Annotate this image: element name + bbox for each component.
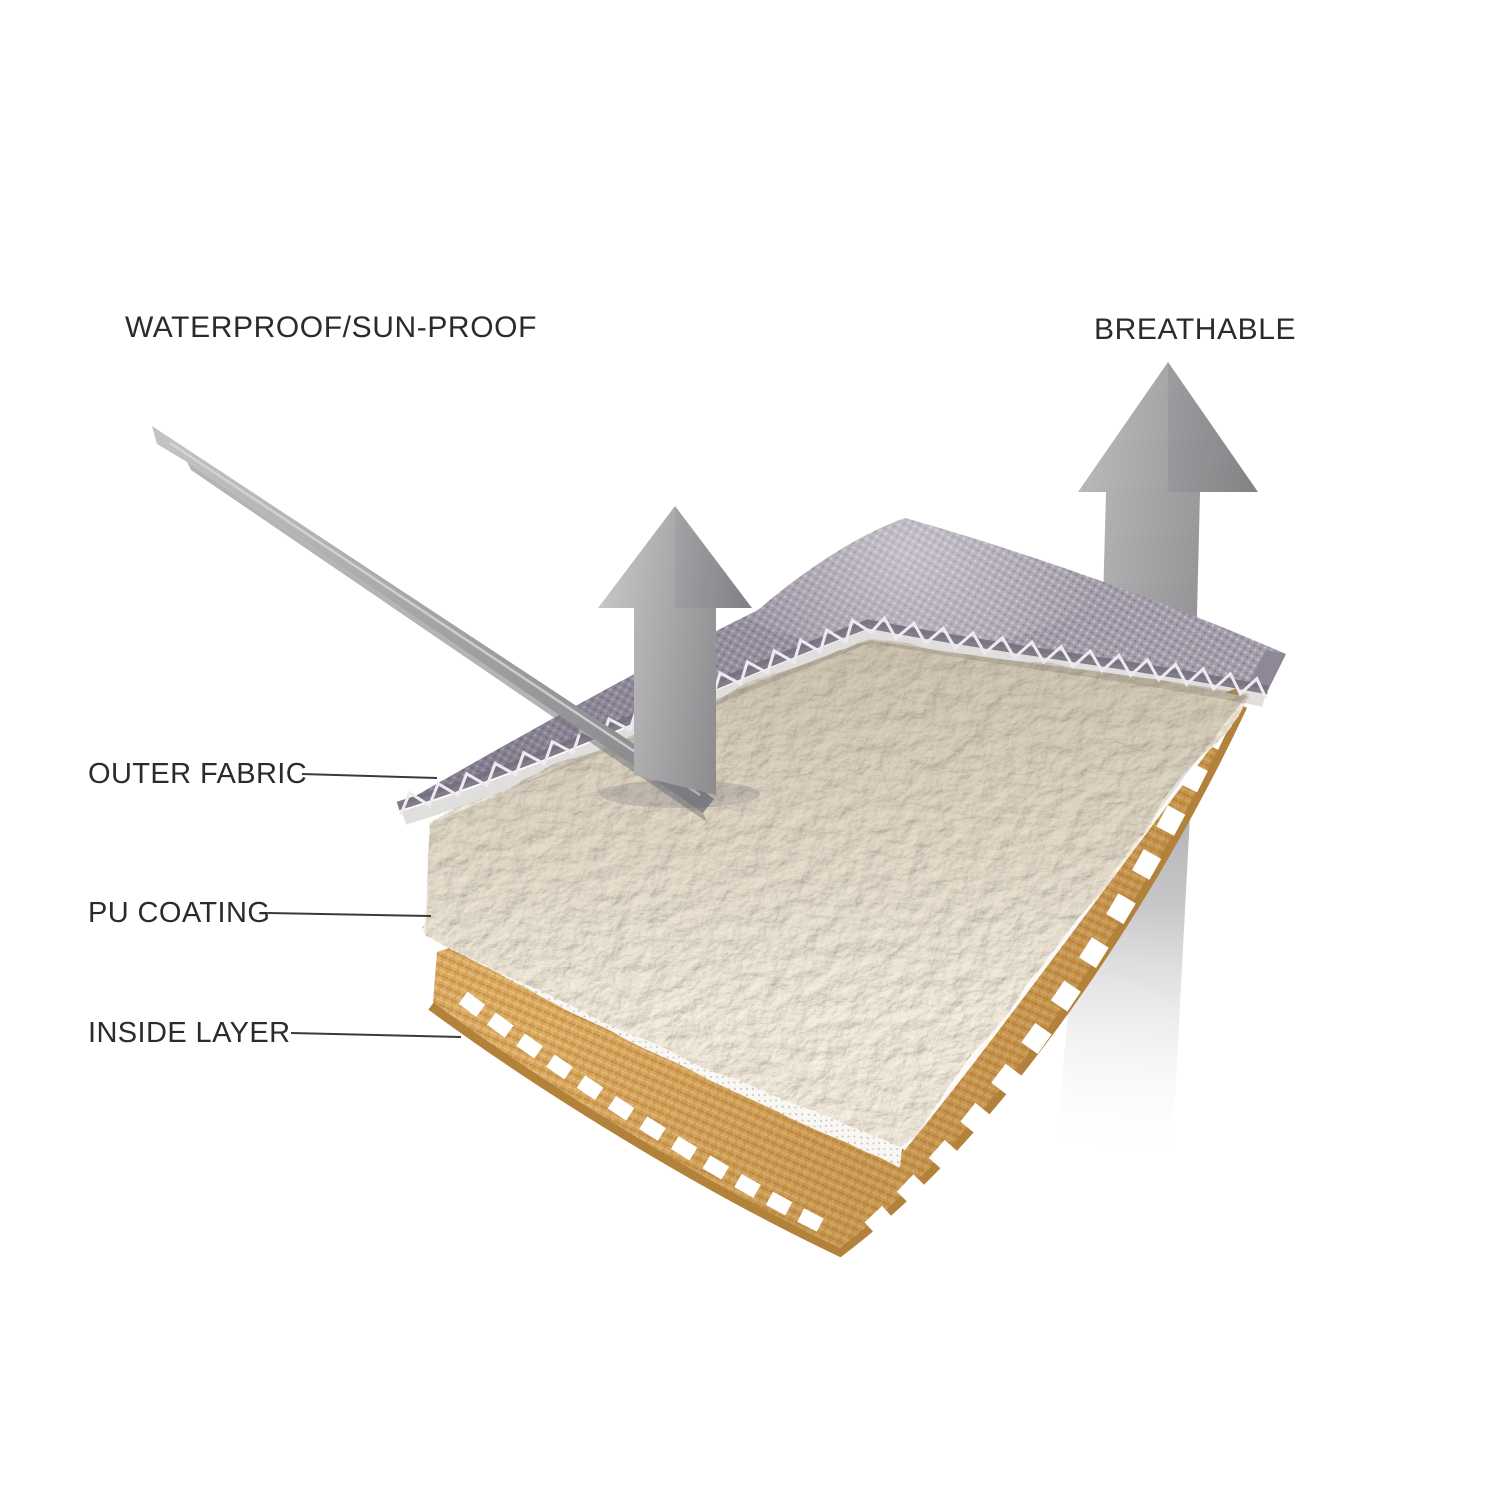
- perforation-hole: [896, 1174, 928, 1206]
- perforation-hole: [458, 991, 486, 1017]
- inside-layer-rim: [428, 704, 1248, 1258]
- inside-layer-label: INSIDE LAYER: [88, 1017, 291, 1049]
- perforation-hole: [1106, 893, 1136, 925]
- perforation-hole: [486, 1012, 514, 1038]
- waterproof-sunproof-label: WATERPROOF/SUN-PROOF: [125, 311, 537, 344]
- pu-coating-leader-line: [267, 912, 432, 917]
- outer-fabric-leader-line: [301, 773, 438, 779]
- perforation-hole: [928, 1139, 960, 1172]
- outer-fabric-label: OUTER FABRIC: [88, 758, 308, 790]
- pu-coating-label: PU COATING: [88, 897, 271, 929]
- perforation-hole: [1021, 1022, 1052, 1054]
- perforation-hole: [1079, 937, 1109, 969]
- waterproof-beam: [152, 426, 714, 822]
- outer-fabric-layer: [396, 518, 1286, 816]
- perforation-holes-right: [864, 719, 1229, 1237]
- bounce-arrow: [598, 506, 760, 808]
- perforation-hole: [765, 1191, 793, 1216]
- perforation-hole: [960, 1102, 991, 1135]
- mesh-front-edge: [396, 619, 1269, 811]
- perforation-hole: [1156, 805, 1186, 836]
- mesh-coil-edge: [399, 615, 1268, 816]
- perforation-hole: [607, 1096, 635, 1121]
- perforation-hole: [639, 1116, 666, 1141]
- perforation-hole: [670, 1136, 698, 1161]
- breathable-label: BREATHABLE: [1094, 313, 1297, 346]
- inside-layer-leader-line: [290, 1032, 462, 1038]
- perforation-hole: [991, 1063, 1022, 1095]
- perforation-holes-left: [458, 991, 824, 1232]
- perforation-hole: [1131, 849, 1162, 880]
- perforation-hole: [797, 1208, 824, 1232]
- perforation-hole: [734, 1173, 761, 1198]
- perforation-hole: [546, 1054, 573, 1080]
- mesh-drop-shadow: [401, 628, 1266, 825]
- perforation-hole: [1050, 980, 1081, 1012]
- perforation-hole: [702, 1155, 730, 1180]
- perforation-hole: [576, 1075, 604, 1101]
- perforation-hole: [516, 1033, 543, 1059]
- perforation-hole: [864, 1206, 896, 1237]
